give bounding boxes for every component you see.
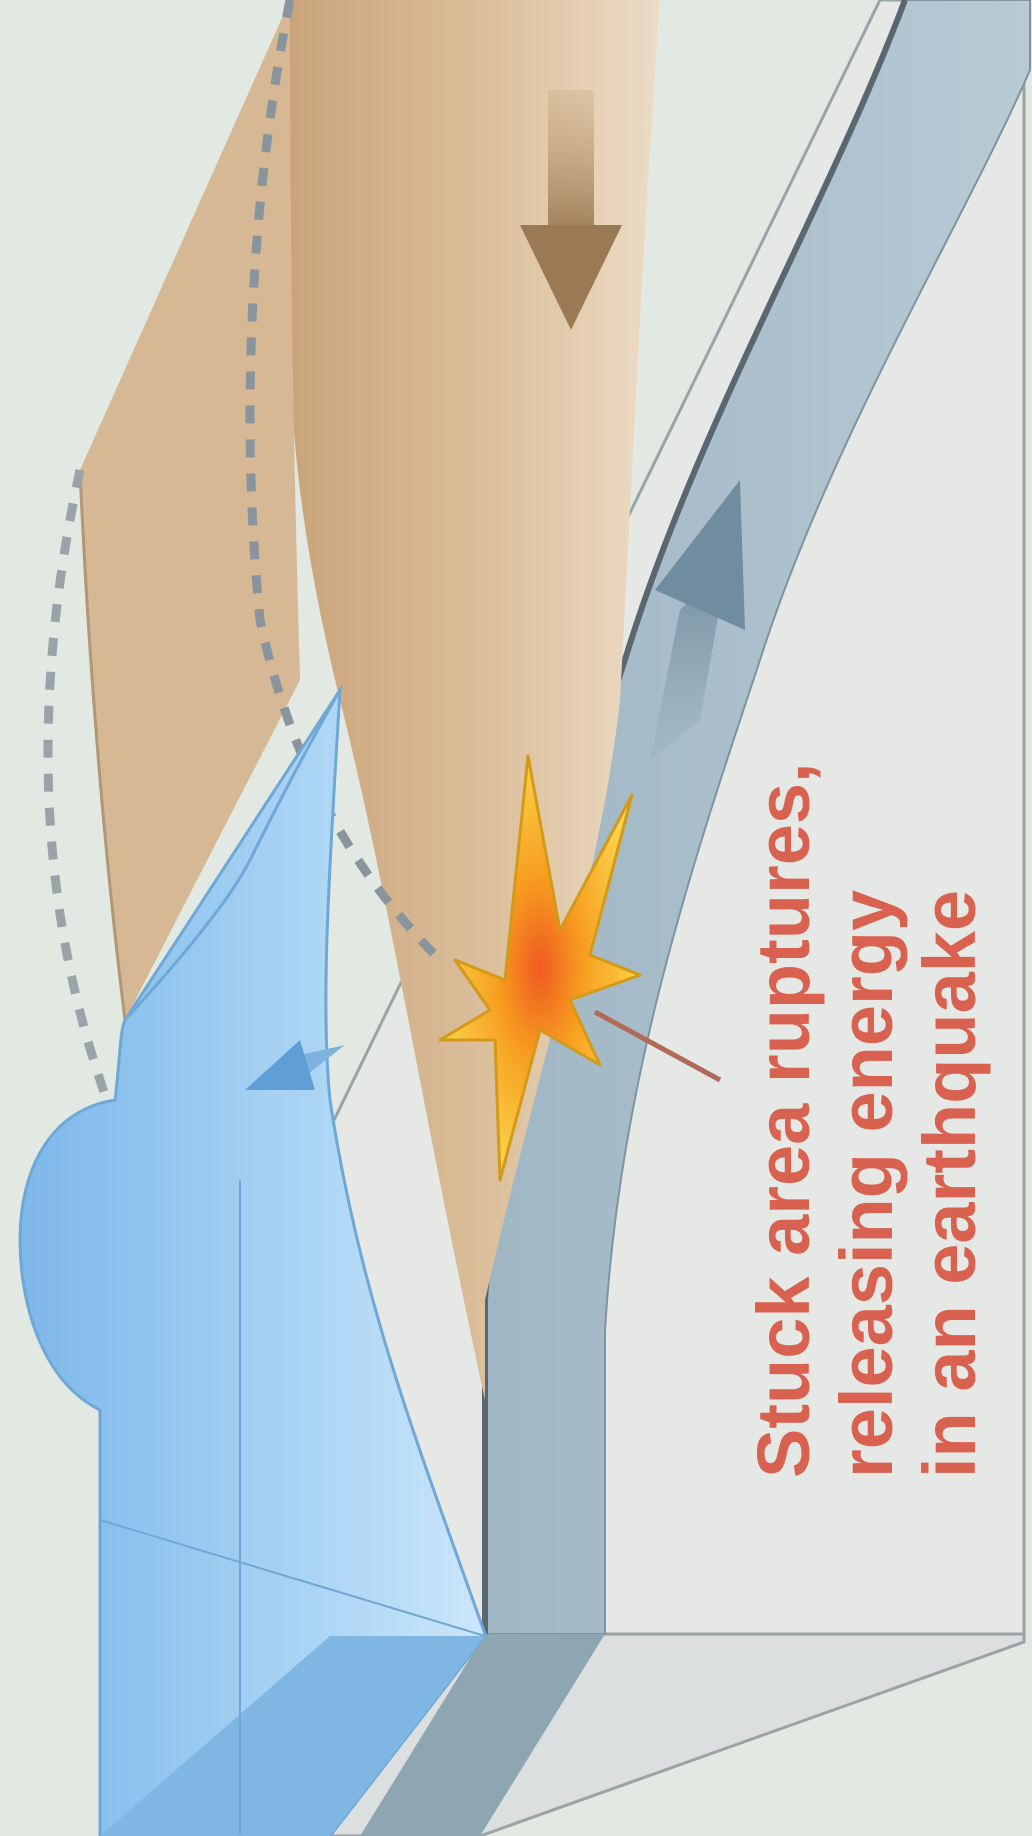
annotation-line-1: Stuck area ruptures, — [742, 658, 825, 1478]
annotation-line-2: releasing energy — [825, 658, 908, 1478]
annotation-line-3: in an earthquake — [908, 658, 991, 1478]
rupture-annotation: Stuck area ruptures, releasing energy in… — [742, 658, 991, 1478]
